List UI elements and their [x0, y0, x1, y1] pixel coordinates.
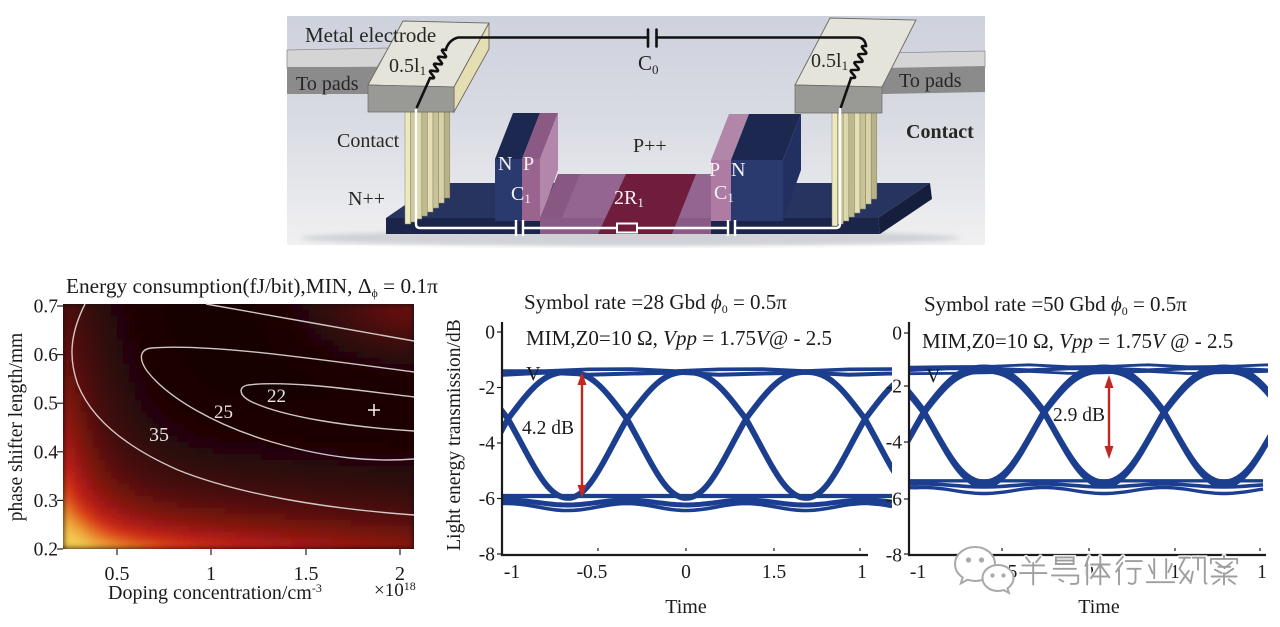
svg-text:0.5: 0.5	[34, 394, 58, 415]
svg-text:0.7: 0.7	[34, 297, 59, 318]
svg-text:-6: -6	[886, 490, 902, 511]
svg-text:Time: Time	[665, 596, 707, 618]
svg-text:25: 25	[214, 402, 233, 423]
svg-text:To pads: To pads	[899, 70, 962, 92]
svg-text:Symbol rate =50 Gbd ϕ0 = 0.5π: Symbol rate =50 Gbd ϕ0 = 0.5π	[924, 292, 1187, 318]
svg-text:0: 0	[681, 562, 691, 583]
svg-text:0.4: 0.4	[34, 442, 59, 463]
svg-text:Time: Time	[1078, 596, 1120, 618]
svg-text:1.5: 1.5	[762, 562, 786, 583]
svg-text:0.5l1: 0.5l1	[811, 50, 848, 73]
svg-text:-4: -4	[479, 434, 495, 455]
svg-text:To pads: To pads	[296, 73, 359, 95]
svg-text:0.6: 0.6	[34, 345, 59, 366]
svg-text:P++: P++	[633, 135, 667, 157]
svg-text:1: 1	[206, 563, 216, 585]
svg-text:N: N	[498, 153, 512, 175]
svg-text:1: 1	[1257, 562, 1267, 583]
svg-text:-6: -6	[479, 489, 495, 510]
svg-text:1.5: 1.5	[294, 563, 319, 585]
svg-text:×1018: ×1018	[374, 579, 416, 601]
svg-text:V: V	[926, 365, 941, 387]
svg-text:2.9 dB: 2.9 dB	[1053, 405, 1105, 426]
svg-text:0.5l1: 0.5l1	[389, 55, 426, 78]
svg-text:P: P	[523, 153, 534, 175]
svg-text:-1: -1	[504, 562, 520, 583]
svg-text:-2: -2	[479, 378, 495, 399]
svg-text:2: 2	[395, 563, 405, 585]
svg-text:1: 1	[857, 562, 867, 583]
svg-text:phase shifter length/mm: phase shifter length/mm	[6, 333, 27, 521]
svg-text:Energy consumption(fJ/bit),MIN: Energy consumption(fJ/bit),MIN, Δϕ = 0.1…	[66, 274, 438, 300]
svg-text:Symbol rate =28 Gbd ϕ0 = 0.5π: Symbol rate =28 Gbd ϕ0 = 0.5π	[524, 290, 787, 316]
svg-text:N: N	[731, 159, 745, 181]
svg-text:N++: N++	[348, 188, 385, 210]
svg-text:0.5: 0.5	[105, 563, 130, 585]
svg-text:0.3: 0.3	[34, 491, 58, 512]
svg-text:Light energy transmission/dB: Light energy transmission/dB	[444, 319, 465, 550]
svg-text:-8: -8	[479, 545, 495, 566]
svg-text:-1: -1	[910, 562, 926, 583]
svg-text:-8: -8	[886, 546, 902, 567]
svg-text:Doping concentration/cm-3: Doping concentration/cm-3	[108, 581, 322, 604]
svg-text:V: V	[526, 363, 541, 385]
svg-text:Contact: Contact	[337, 130, 400, 152]
svg-text:P: P	[709, 159, 720, 181]
svg-text:35: 35	[149, 424, 169, 446]
svg-text:-4: -4	[886, 433, 902, 454]
svg-text:Contact: Contact	[906, 121, 974, 143]
svg-text:0: 0	[485, 323, 495, 344]
svg-text:Metal electrode: Metal electrode	[305, 23, 436, 47]
svg-text:2R1: 2R1	[614, 187, 644, 210]
svg-text:4.2 dB: 4.2 dB	[522, 418, 574, 439]
svg-text:-0.5: -0.5	[577, 562, 608, 583]
svg-text:-2: -2	[886, 377, 902, 398]
svg-text:0: 0	[892, 324, 902, 345]
svg-text:1: 1	[1170, 562, 1180, 583]
svg-text:22: 22	[267, 386, 286, 407]
svg-text:0.2: 0.2	[34, 540, 58, 561]
svg-text:MIM,Z0=10 Ω, Vpp = 1.75V @: MIM,Z0=10 Ω, Vpp = 1.75V @ - 2.5	[922, 329, 1233, 353]
svg-text:MIM,Z0=10 Ω, Vpp = 1.75V@: MIM,Z0=10 Ω, Vpp = 1.75V@ - 2.5	[526, 326, 832, 350]
